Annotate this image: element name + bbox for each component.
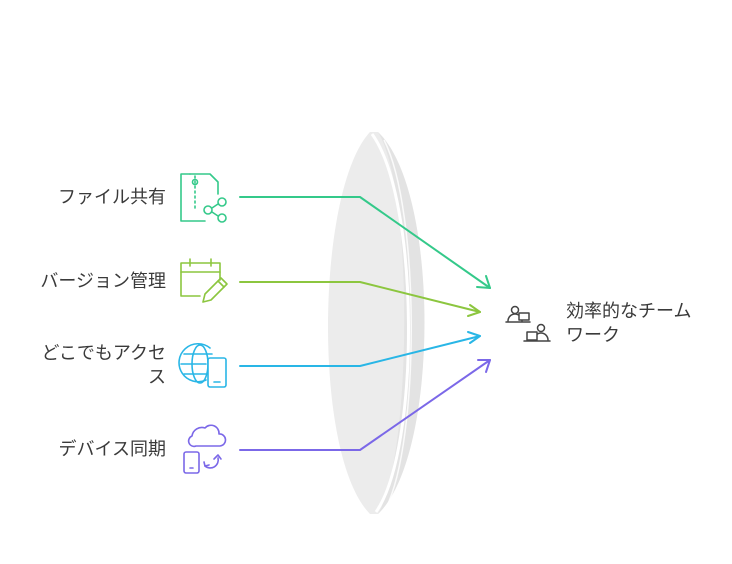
file-share-icon [180, 173, 227, 223]
cloud-sync-icon [183, 424, 227, 474]
team-collaboration-icon [505, 305, 551, 342]
calendar-edit-icon [180, 258, 228, 303]
lens-highlight-inner [383, 139, 412, 509]
output-label-team-work: 効率的なチームワーク [566, 300, 691, 348]
arrow-access-anywhere [239, 331, 481, 367]
input-label-version-control: バージョン管理 [40, 271, 166, 292]
connector-arrows [239, 196, 491, 451]
arrow-version-control [239, 281, 481, 317]
label-line: ワーク [566, 325, 620, 346]
input-label-access-anywhere-text: どこでもアクセス [41, 342, 166, 390]
lens-highlight [370, 133, 410, 513]
globe-mobile-icon [178, 342, 227, 388]
label-line: 効率的なチーム [566, 301, 692, 322]
input-label-device-sync: デバイス同期 [58, 439, 166, 460]
input-label-access-anywhere: どこでもアクセス [41, 342, 166, 390]
lens-front [327, 132, 405, 514]
input-label-file-share: ファイル共有 [58, 187, 166, 208]
lens [327, 132, 425, 514]
label-line: どこでもアクセ [41, 343, 166, 364]
arrow-device-sync [239, 359, 491, 451]
arrow-file-share [239, 196, 491, 289]
output-label-team-work-text: 効率的なチームワーク [566, 300, 691, 348]
label-line: ス [148, 367, 166, 388]
